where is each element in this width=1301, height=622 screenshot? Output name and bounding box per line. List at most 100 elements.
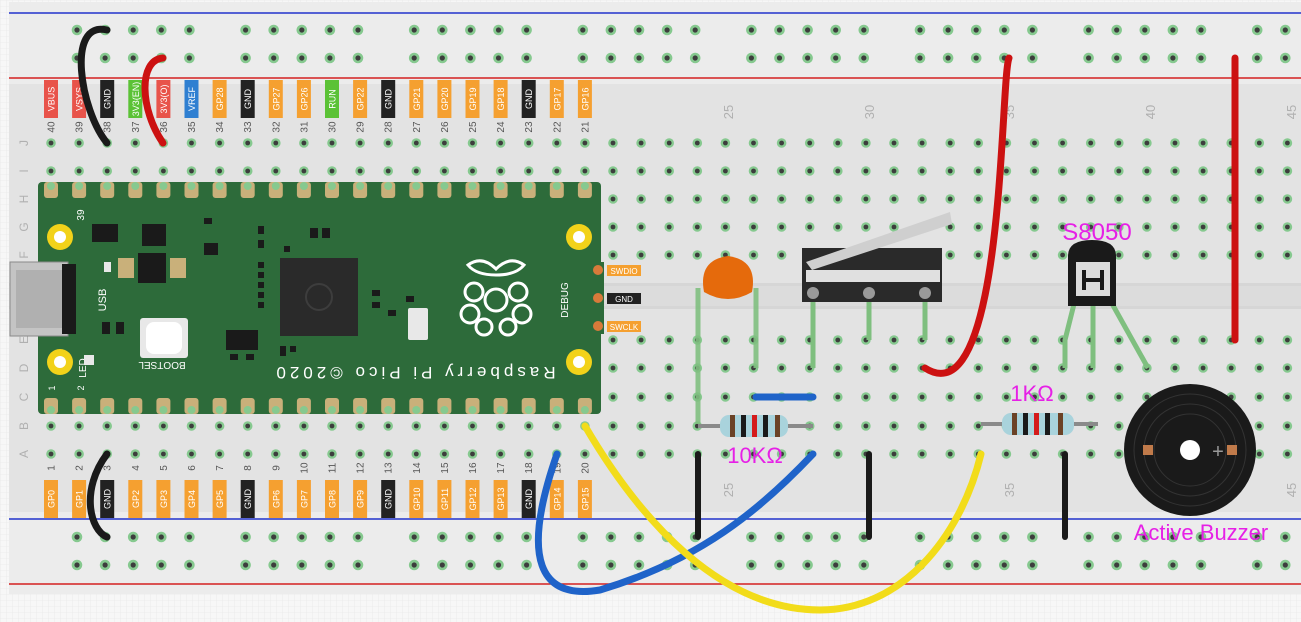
strip-hole-center	[807, 196, 813, 202]
pin-tag	[128, 480, 143, 518]
strip-hole-center	[132, 423, 138, 429]
pico-pad-hole	[524, 406, 533, 414]
pico-pad-hole	[468, 406, 477, 414]
strip-hole-center	[694, 168, 700, 174]
strip-hole-center	[666, 394, 672, 400]
strip-hole-center	[694, 140, 700, 146]
pico-pad-hole	[75, 406, 84, 414]
rail-hole-center	[1029, 562, 1035, 568]
strip-hole-center	[1116, 252, 1122, 258]
strip-hole-center	[694, 224, 700, 230]
rail-hole-center	[1114, 534, 1120, 540]
pin-tag	[353, 480, 368, 518]
pin-function-label: GP12	[468, 487, 478, 510]
strip-hole-center	[1256, 196, 1262, 202]
strip-hole-center	[498, 140, 503, 146]
micro-switch[interactable]	[802, 212, 952, 368]
strip-hole-center	[610, 451, 616, 457]
pico-pad-hole	[103, 406, 112, 414]
strip-hole-center	[863, 196, 869, 202]
pin-function-label: GP22	[356, 87, 366, 110]
strip-hole-center	[104, 423, 110, 429]
usb-label: USB	[97, 289, 109, 312]
wire-yellow-gp15[interactable]	[581, 422, 985, 614]
wire-blue-gp14[interactable]	[534, 450, 817, 595]
strip-hole-center	[217, 423, 223, 429]
rail-hole-center	[973, 534, 979, 540]
rail-hole-center	[524, 562, 530, 568]
raspberry-pi-pico: USB LED 39 1 2	[9, 182, 641, 414]
strip-hole-center	[1088, 451, 1094, 457]
strip-hole-center	[779, 252, 784, 258]
bootsel-button[interactable]	[140, 318, 188, 358]
wire-black-gnd-bottom[interactable]	[86, 450, 111, 541]
strip-hole-center	[975, 337, 981, 343]
rail-hole-center	[1170, 55, 1176, 61]
pin-function-label: GP6	[271, 490, 281, 508]
wire-red-3v3[interactable]	[141, 54, 167, 147]
resistor-1k[interactable]	[981, 413, 1098, 435]
strip-hole-center	[947, 252, 953, 258]
rail-hole-center	[580, 534, 586, 540]
pin-2-label: 2	[76, 385, 86, 390]
strip-hole-center	[582, 451, 588, 457]
rail-hole-center	[1001, 534, 1007, 540]
resistor-10k[interactable]	[698, 415, 813, 437]
wire-red-switch[interactable]	[921, 54, 1013, 377]
ceramic-capacitor[interactable]	[695, 256, 759, 424]
rail-hole-center	[861, 55, 867, 61]
rail-hole-center	[243, 27, 249, 33]
pin-function-label: GP3	[159, 490, 169, 508]
rail-hole-center	[945, 27, 951, 33]
rail-hole-center	[608, 534, 614, 540]
strip-hole-center	[1116, 423, 1122, 429]
rail-hole-center	[748, 27, 755, 33]
pin-number-label: 6	[187, 465, 198, 471]
strip-hole-center	[582, 168, 588, 174]
strip-hole-center	[1144, 337, 1150, 343]
rail-hole-center	[1086, 534, 1092, 540]
strip-hole-center	[1060, 196, 1065, 202]
strip-hole-center	[666, 365, 672, 371]
strip-hole-center	[666, 451, 672, 457]
strip-hole-center	[891, 337, 897, 343]
rail-hole-center	[776, 55, 783, 61]
strip-hole-center	[273, 451, 279, 457]
strip-hole-center	[1200, 168, 1206, 174]
rail-hole-center	[1254, 27, 1260, 33]
pico-pad-hole	[552, 406, 561, 414]
strip-hole-center	[666, 423, 672, 429]
rail-hole-center	[439, 562, 445, 568]
raspberry-logo-icon	[459, 259, 533, 337]
rail-hole-center	[1254, 534, 1260, 540]
strip-hole-center	[1200, 252, 1206, 258]
strip-hole-center	[1172, 252, 1178, 258]
capacitor-icon	[703, 256, 753, 299]
column-number: 45	[1284, 105, 1299, 119]
wire-black-gnd-top[interactable]	[77, 25, 111, 147]
strip-hole-center	[357, 423, 363, 429]
rail-hole-center	[917, 534, 923, 540]
strip-hole-center	[526, 168, 532, 174]
transistor-label: S8050	[1062, 219, 1131, 246]
strip-hole-center	[723, 337, 728, 343]
s8050-transistor[interactable]	[1062, 240, 1151, 370]
strip-hole-center	[1032, 365, 1037, 371]
column-number: 35	[1002, 483, 1017, 497]
pin-number-label: 37	[131, 121, 142, 133]
row-letter: F	[17, 251, 31, 258]
strip-hole-center	[245, 423, 251, 429]
strip-hole-center	[975, 196, 981, 202]
pin-number-label: 29	[356, 121, 367, 133]
strip-hole-center	[442, 168, 447, 174]
rail-hole-center	[467, 55, 473, 61]
smd-components	[92, 218, 414, 360]
rail-hole-center	[1254, 55, 1260, 61]
strip-hole-center	[835, 423, 841, 429]
strip-hole-center	[189, 168, 194, 174]
rail-hole-center	[158, 534, 164, 540]
strip-hole-center	[1144, 224, 1150, 230]
active-buzzer[interactable]: +	[1124, 384, 1256, 516]
rail-hole-center	[580, 27, 586, 33]
